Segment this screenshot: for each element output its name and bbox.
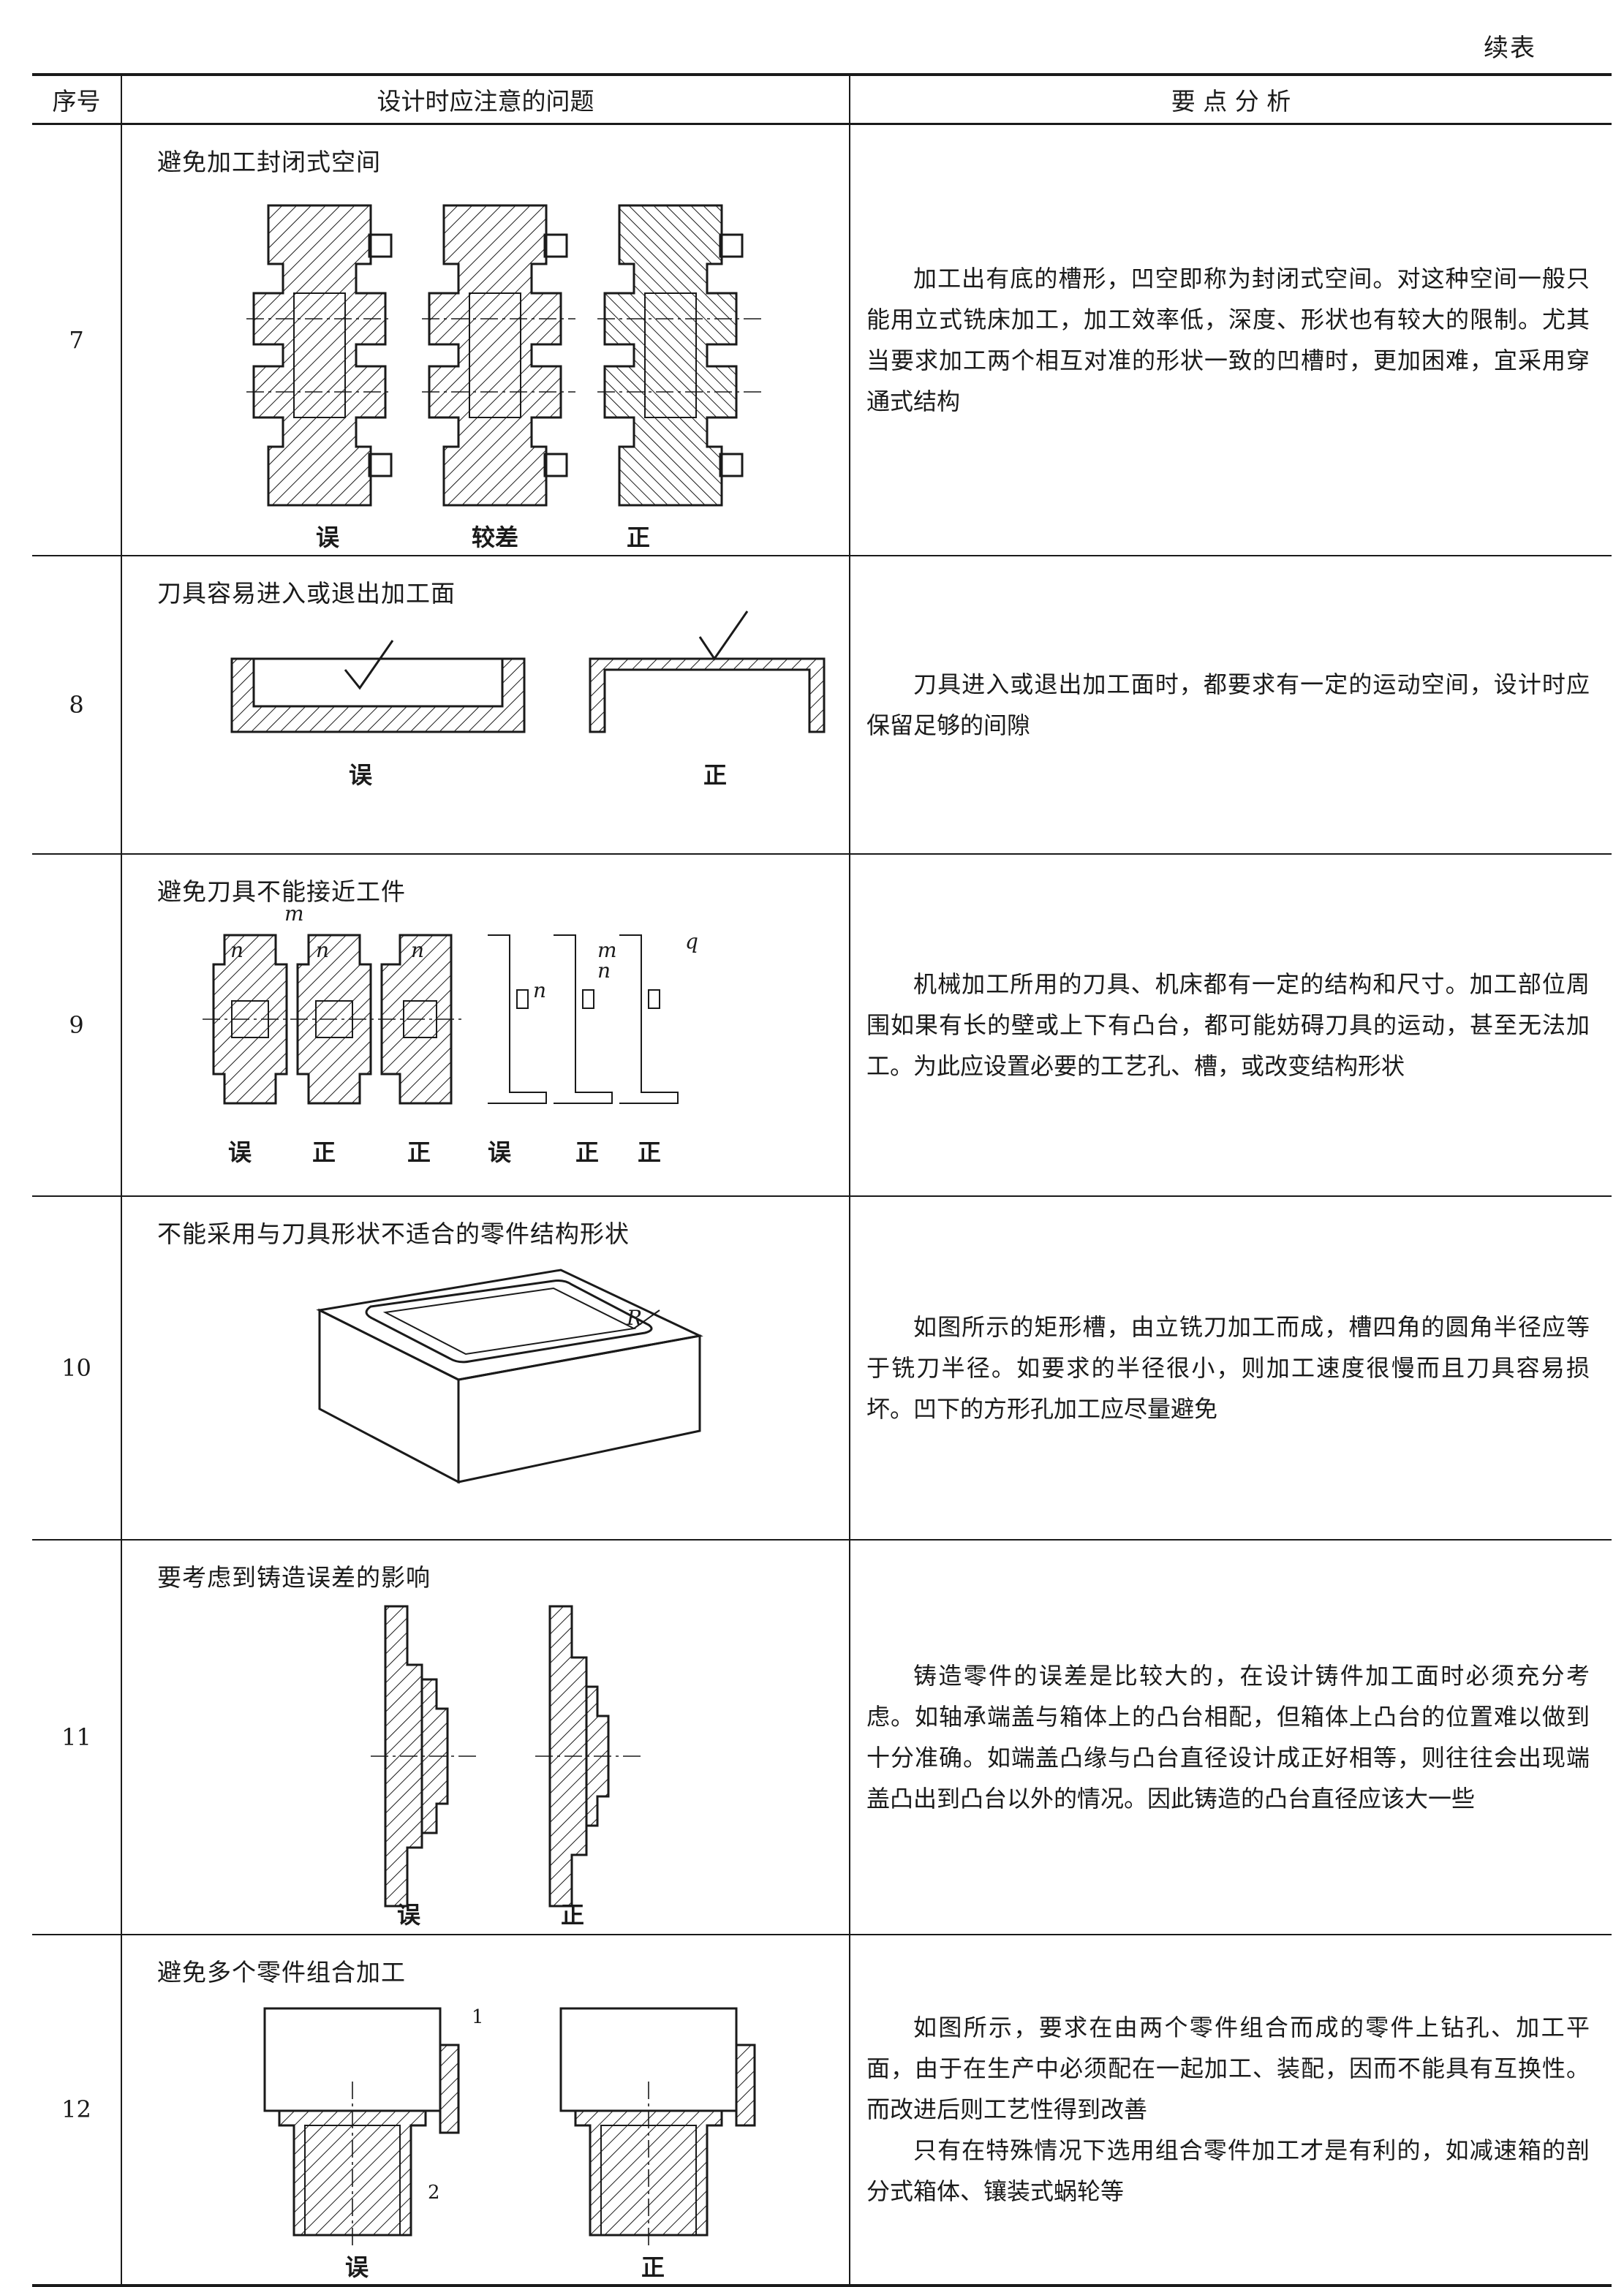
assembly-wrong	[263, 2007, 460, 2250]
mark-1: 1	[472, 2006, 484, 2028]
mark-n: n	[230, 938, 243, 962]
table-header: 序号 设计时应注意的问题 要 点 分 析	[32, 73, 1612, 125]
issue-cell: 避免多个零件组合加工 1 2 误	[121, 1934, 850, 2287]
mark-n: n	[411, 938, 424, 962]
boss-wrong	[371, 1605, 480, 1907]
issue-title: 要考虑到铸造误差的影响	[157, 1562, 431, 1592]
analysis-cell: 如图所示的矩形槽，由立铣刀加工而成，槽四角的圆角半径应等于铣刀半径。如要求的半径…	[849, 1195, 1612, 1541]
combined-machining-figure: 1 2 误 正	[263, 2006, 756, 2281]
analysis-text: 如图所示的矩形槽，由立铣刀加工而成，槽四角的圆角半径应等于铣刀半径。如要求的半径…	[866, 1312, 1590, 1423]
tool-access-figure: m n n n n m n q 误 正 正 误 正 正	[203, 901, 698, 1166]
mark-m: m	[284, 901, 304, 926]
label-right: 正	[641, 2253, 665, 2281]
label-right: 正	[703, 761, 727, 789]
issue-title: 避免多个零件组合加工	[157, 1957, 406, 1987]
analysis-cell: 如图所示，要求在由两个零件组合而成的零件上钻孔、加工平面，由于在生产中必须配在一…	[849, 1934, 1612, 2287]
tool-clearance-figure: 误 正	[230, 610, 826, 789]
analysis-cell: 加工出有底的槽形，凹空即称为封闭式空间。对这种空间一般只能用立式铣床加工，加工效…	[849, 124, 1612, 556]
mark-n: n	[597, 959, 611, 983]
mark-n: n	[533, 978, 546, 1002]
table-row: 11 要考虑到铸造误差的影响 误 正 铸造零件的误差是比较大的，在设计铸件加工面…	[32, 1539, 1612, 1935]
mark-r: R	[626, 1306, 642, 1330]
mark-m: m	[597, 938, 617, 962]
issue-cell: 不能采用与刀具形状不适合的零件结构形状 R	[121, 1195, 850, 1541]
issue-cell: 刀具容易进入或退出加工面 误 正	[121, 555, 850, 855]
housing-right	[597, 204, 766, 507]
analysis-text: 铸造零件的误差是比较大的，在设计铸件加工面时必须充分考虑。如轴承端盖与箱体上的凸…	[866, 1661, 1590, 1812]
analysis-cell: 刀具进入或退出加工面时，都要求有一定的运动空间，设计时应保留足够的间隙	[849, 555, 1612, 855]
label-wrong: 误	[228, 1138, 252, 1166]
housing-fair	[422, 204, 575, 507]
issue-title: 避免加工封闭式空间	[157, 148, 381, 176]
table-row: 12 避免多个零件组合加工 1 2	[32, 1934, 1612, 2287]
row-number: 12	[32, 1934, 122, 2287]
issue-title: 不能采用与刀具形状不适合的零件结构形状	[157, 1219, 630, 1248]
channel-parts	[488, 934, 679, 1104]
analysis-text: 刀具进入或退出加工面时，都要求有一定的运动空间，设计时应保留足够的间隙	[866, 670, 1590, 739]
design-notes-table: 序号 设计时应注意的问题 要 点 分 析 7 避免加工封闭式空间	[32, 73, 1612, 2287]
header-analysis: 要 点 分 析	[849, 73, 1612, 125]
label-wrong: 误	[349, 761, 373, 789]
label-right: 正	[312, 1138, 336, 1166]
analysis-cell: 机械加工所用的刀具、机床都有一定的结构和尺寸。加工部位周围如果有长的壁或上下有凸…	[849, 853, 1612, 1197]
label-wrong: 误	[488, 1138, 512, 1166]
label-right: 正	[407, 1138, 431, 1166]
row-number: 7	[32, 124, 122, 556]
table-row: 9 避免刀具不能接近工件	[32, 853, 1612, 1197]
analysis-text: 只有在特殊情况下选用组合零件加工才是有利的，如减速箱的剖分式箱体、镶装式蜗轮等	[866, 2136, 1590, 2205]
casting-error-figure: 误 正	[371, 1605, 645, 1929]
rectangular-slot-figure: R	[316, 1268, 703, 1483]
issue-title: 刀具容易进入或退出加工面	[157, 578, 456, 608]
table-row: 10 不能采用与刀具形状不适合的零件结构形状 R 如图所示的矩形槽，由立铣刀加工…	[32, 1195, 1612, 1541]
header-issue: 设计时应注意的问题	[121, 73, 850, 125]
issue-title: 避免刀具不能接近工件	[157, 877, 406, 906]
table-row: 8 刀具容易进入或退出加工面 误 正 刀具进入或退出加工面时，都要求有一定的运动…	[32, 555, 1612, 855]
slot-wrong	[230, 639, 526, 733]
assembly-right	[559, 2007, 756, 2250]
label-right: 正	[561, 1901, 584, 1929]
label-wrong: 误	[397, 1901, 421, 1929]
table-row: 7 避免加工封闭式空间	[32, 124, 1612, 556]
analysis-text: 如图所示，要求在由两个零件组合而成的零件上钻孔、加工平面，由于在生产中必须配在一…	[866, 2014, 1590, 2123]
wheel-parts	[203, 934, 466, 1104]
housing-wrong	[246, 204, 393, 507]
label-right: 正	[638, 1138, 661, 1166]
label-wrong: 误	[316, 523, 340, 551]
row-number: 9	[32, 853, 122, 1197]
issue-cell: 避免刀具不能接近工件	[121, 853, 850, 1197]
continuation-label: 续表	[1484, 34, 1536, 63]
analysis-text: 加工出有底的槽形，凹空即称为封闭式空间。对这种空间一般只能用立式铣床加工，加工效…	[866, 264, 1590, 415]
analysis-cell: 铸造零件的误差是比较大的，在设计铸件加工面时必须充分考虑。如轴承端盖与箱体上的凸…	[849, 1539, 1612, 1935]
issue-cell: 要考虑到铸造误差的影响 误 正	[121, 1539, 850, 1935]
label-right: 正	[575, 1138, 599, 1166]
label-fair: 较差	[472, 523, 518, 551]
analysis-text: 机械加工所用的刀具、机床都有一定的结构和尺寸。加工部位周围如果有长的壁或上下有凸…	[866, 969, 1590, 1080]
mark-2: 2	[428, 2182, 440, 2204]
label-right: 正	[627, 523, 650, 551]
row-number: 11	[32, 1539, 122, 1935]
row-number: 10	[32, 1195, 122, 1541]
slot-right	[589, 610, 826, 733]
mark-n: n	[316, 938, 329, 962]
boss-right	[535, 1605, 645, 1907]
mark-q: q	[685, 929, 698, 953]
header-no: 序号	[32, 73, 122, 125]
issue-cell: 避免加工封闭式空间	[121, 124, 850, 556]
row-number: 8	[32, 555, 122, 855]
label-wrong: 误	[345, 2253, 369, 2281]
closed-space-figure: 误 较差 正	[246, 204, 766, 551]
block-isometric	[316, 1268, 703, 1483]
